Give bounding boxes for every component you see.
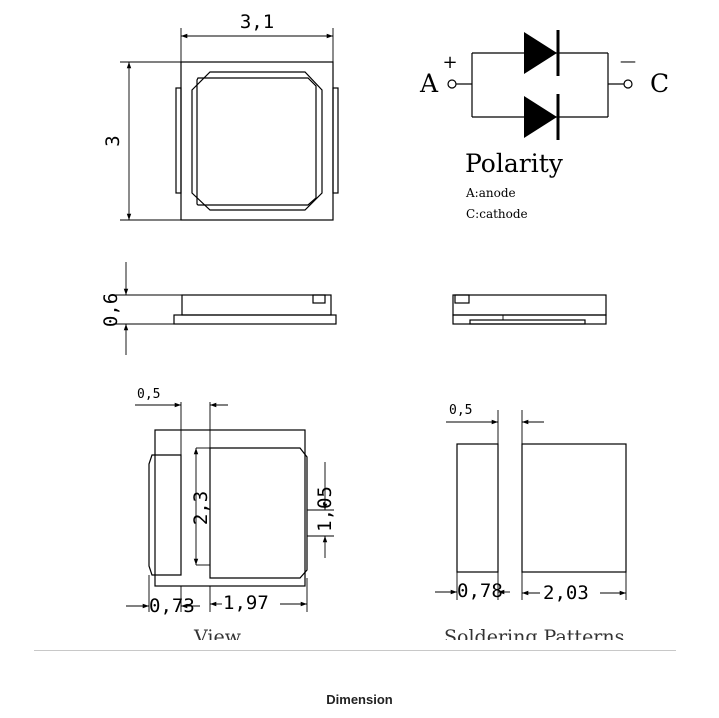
- anode-terminal: [447, 79, 457, 89]
- bottom-view-right-pad: [209, 447, 308, 579]
- top-view-lens: [191, 71, 323, 211]
- side-view-right-notch: [454, 294, 470, 304]
- view-caption: View: [193, 626, 242, 640]
- bottom-view-outline: [154, 429, 306, 587]
- polarity-title: Polarity: [465, 149, 564, 178]
- soldering-caption: Soldering Patterns: [444, 626, 624, 640]
- left-width-label: 0,73: [149, 595, 195, 617]
- top-view-left-lead: [175, 87, 182, 194]
- side-view-right-pad: [469, 319, 586, 325]
- solder-right-width-label: 2,03: [543, 582, 589, 604]
- solder-pad-right: [521, 443, 627, 573]
- solder-gap-label: 0,5: [449, 403, 472, 418]
- side-view-base: [173, 314, 337, 325]
- solder-left-width-label: 0,78: [457, 580, 503, 602]
- polarity-schematic: A + C — Polarity A:anode C:cathode: [419, 30, 669, 221]
- top-view-outline: [180, 61, 334, 221]
- diode-2-triangle: [524, 96, 557, 138]
- bottom-gap-label: 0,5: [137, 387, 160, 402]
- pad-height-label: 2,3: [190, 491, 212, 525]
- thickness-label: 0,6: [100, 293, 122, 327]
- footer-caption: Dimension: [326, 692, 393, 707]
- top-view-right-lead: [332, 87, 339, 194]
- bottom-view: 2,3 0,5 1,05 0,73 1,97 View: [126, 387, 336, 640]
- right-width-label: 1,97: [223, 592, 269, 614]
- side-view-notch: [312, 294, 326, 304]
- top-view-lens-inner: [196, 77, 317, 206]
- height-label: 3: [102, 135, 124, 146]
- dimension-drawing: 3,1 3 0,6: [100, 11, 669, 640]
- side-view-right-body: [452, 294, 607, 316]
- legend-anode: A:anode: [465, 186, 516, 200]
- side-view-left: 0,6: [100, 262, 337, 355]
- top-view: 3,1 3: [102, 11, 339, 221]
- soldering-patterns: 0,5 0,78 2,03 Soldering Patterns: [435, 403, 627, 640]
- separator-line: [34, 650, 676, 651]
- minus-sign: —: [620, 51, 636, 70]
- cathode-terminal: [623, 79, 633, 89]
- bottom-view-left-pad: [148, 454, 182, 576]
- anode-letter: A: [419, 69, 439, 98]
- diode-1-triangle: [524, 32, 557, 74]
- side-view-body: [181, 294, 332, 316]
- legend-cathode: C:cathode: [466, 207, 528, 221]
- plus-sign: +: [442, 52, 457, 73]
- side-view-right: [452, 294, 607, 325]
- width-label: 3,1: [240, 11, 274, 33]
- cathode-letter: C: [650, 69, 669, 98]
- pad-offset-label: 1,05: [314, 486, 336, 532]
- solder-pad-left: [456, 443, 499, 573]
